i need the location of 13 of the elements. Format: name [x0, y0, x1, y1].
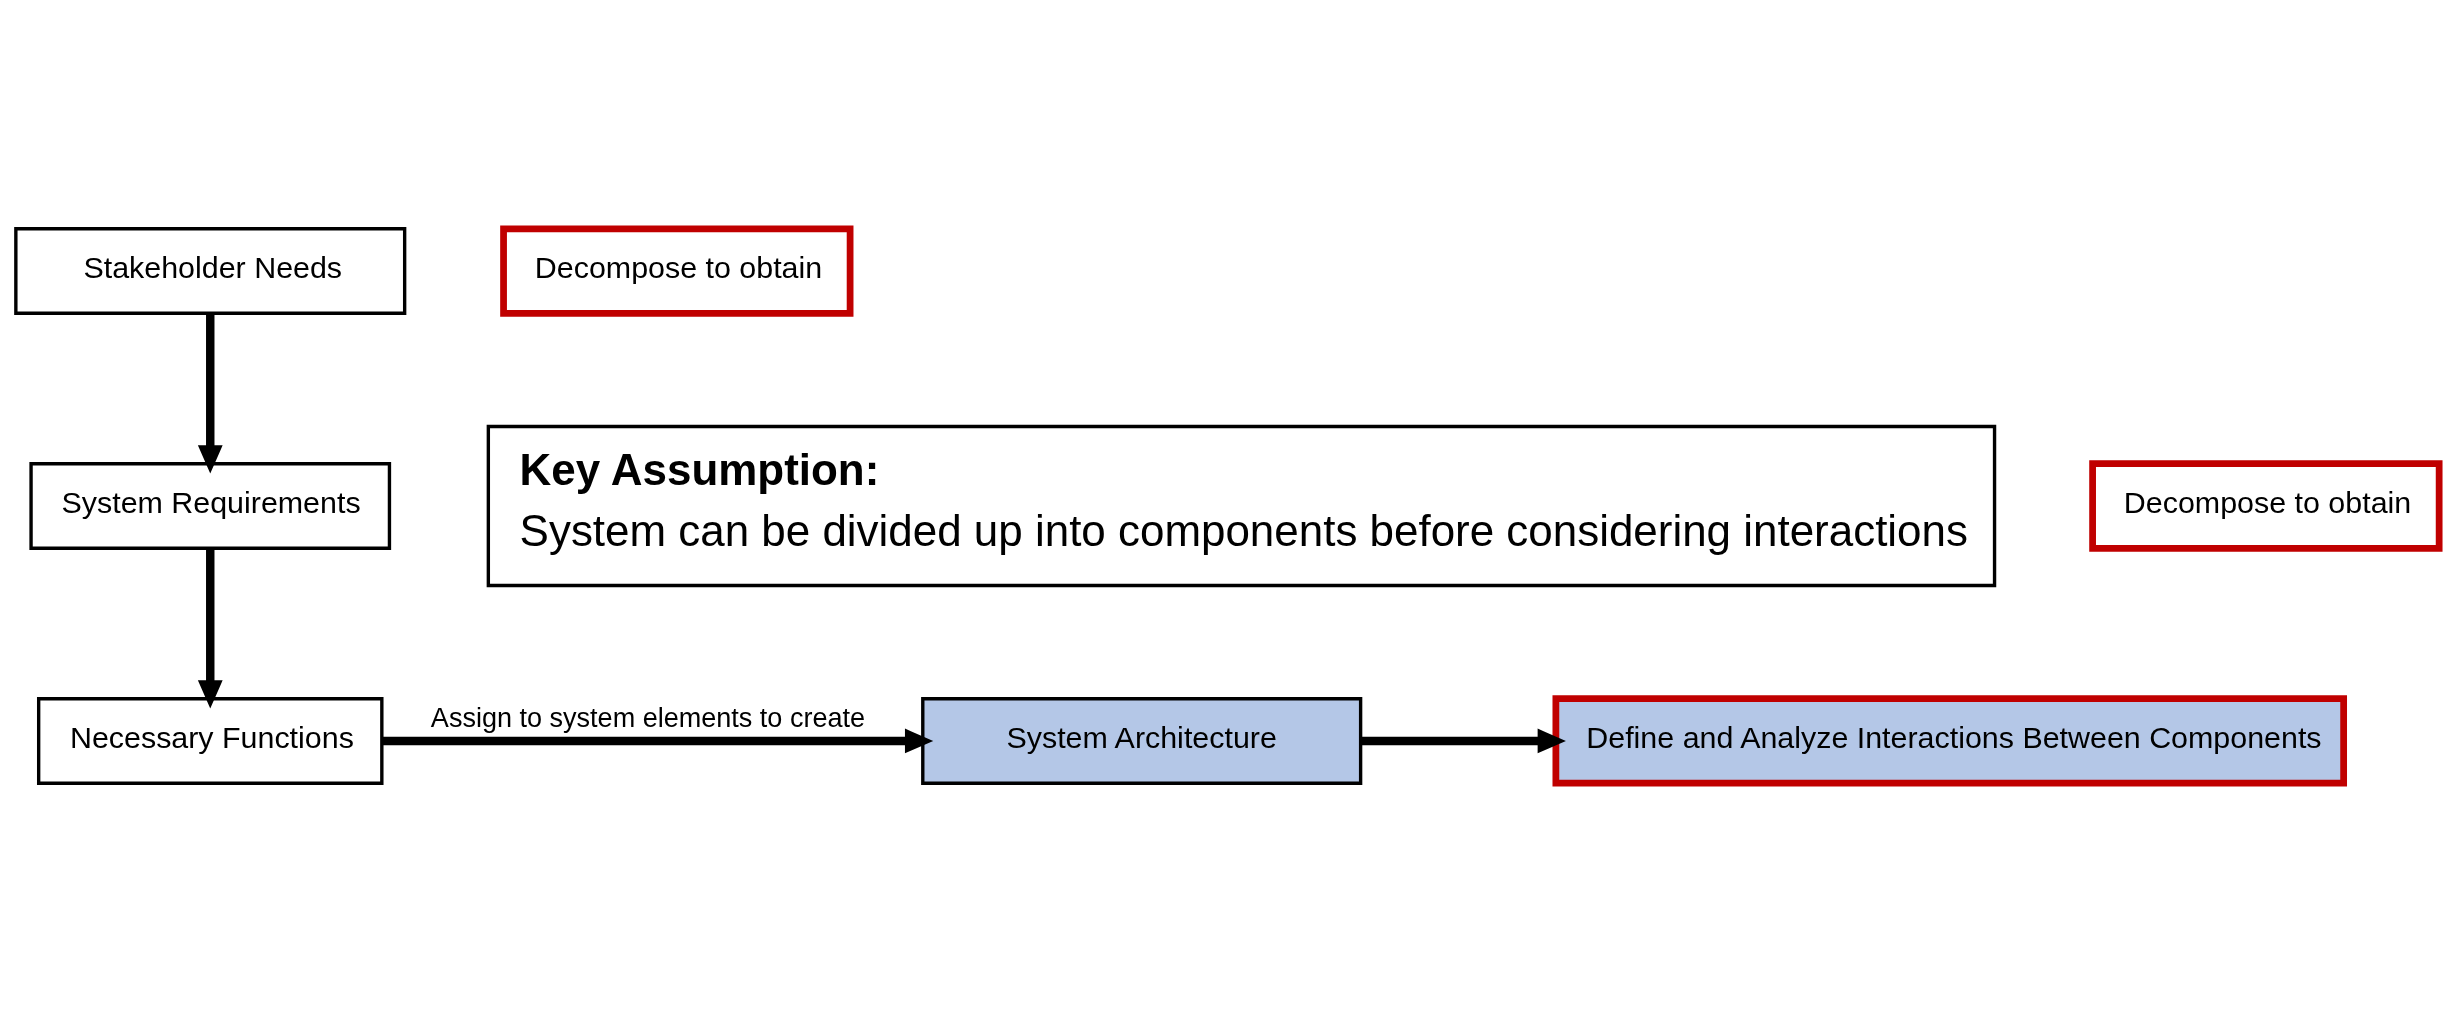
arrow	[197, 313, 223, 474]
arrow	[382, 728, 934, 753]
edge-label: Assign to system elements to create	[430, 702, 866, 733]
arrow	[1361, 728, 1566, 753]
node-box: Key Assumption: System can be divided up into components before considering interactions	[486, 424, 1997, 587]
node-box: Decompose to obtain	[2089, 459, 2443, 552]
arrow	[197, 548, 223, 709]
node-box: Define and Analyze Interactions Between Components	[1552, 694, 2347, 787]
node-box: Decompose to obtain	[500, 224, 854, 317]
node-box: Necessary Functions	[37, 696, 384, 785]
node-box: System Architecture	[921, 696, 1363, 785]
node-box: System Requirements	[29, 461, 392, 550]
node-box: Stakeholder Needs	[14, 226, 407, 315]
